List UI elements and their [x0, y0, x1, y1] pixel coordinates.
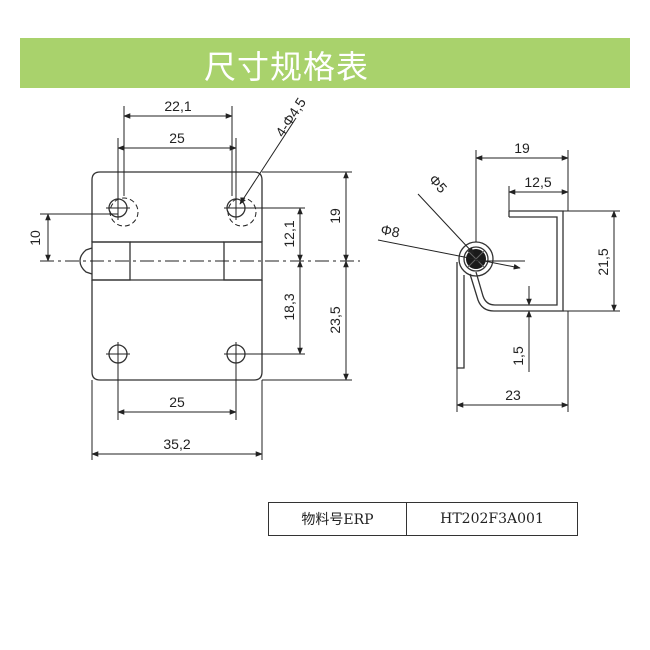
dim-pin-diameter: Φ5: [426, 171, 451, 196]
dim-knuckle-diameter: Φ8: [379, 221, 401, 240]
side-profile-outer: [469, 210, 564, 312]
knuckle-inner: [463, 246, 489, 272]
dim-lower-leaf-height: 23,5: [327, 306, 343, 333]
pin-end: [79, 247, 93, 275]
banner-title: 尺寸规格表: [204, 48, 370, 86]
front-view: 22,1 25 4-Φ4,5 10 12,1 19 18,3 23,5 25 3…: [27, 95, 360, 460]
dim-thickness: 1,5: [510, 346, 526, 366]
dim-top-width: 25: [169, 130, 185, 146]
lower-leaf-outline: [91, 280, 263, 381]
side-profile-inner: [475, 216, 558, 306]
side-view: 19 12,5 Φ5 Φ8 21,5 1,5 23: [377, 140, 620, 412]
dim-hole-callout: 4-Φ4,5: [272, 95, 309, 140]
dim-flange-width: 12,5: [524, 174, 551, 190]
dim-upper-hole-height: 12,1: [281, 220, 297, 247]
dim-upper-leaf-height: 19: [327, 208, 343, 224]
dim-side-width-top: 19: [514, 140, 530, 156]
dim-left-offset: 10: [27, 230, 43, 246]
dim-overall-width: 35,2: [163, 436, 190, 452]
dim-bottom-hole-spacing: 25: [169, 394, 185, 410]
side-leaf: [456, 262, 465, 369]
erp-value: HT202F3A001: [440, 511, 544, 527]
title-banner: 尺寸规格表: [20, 38, 630, 88]
dim-side-height: 21,5: [595, 248, 611, 275]
dim-side-overall-width: 23: [505, 387, 521, 403]
erp-table: 物料号ERP HT202F3A001: [268, 502, 578, 536]
upper-leaf-outline: [91, 171, 263, 242]
dim-lower-hole-height: 18,3: [281, 293, 297, 320]
erp-label: 物料号ERP: [269, 503, 407, 535]
dim-hole-spacing-top: 22,1: [164, 98, 191, 114]
